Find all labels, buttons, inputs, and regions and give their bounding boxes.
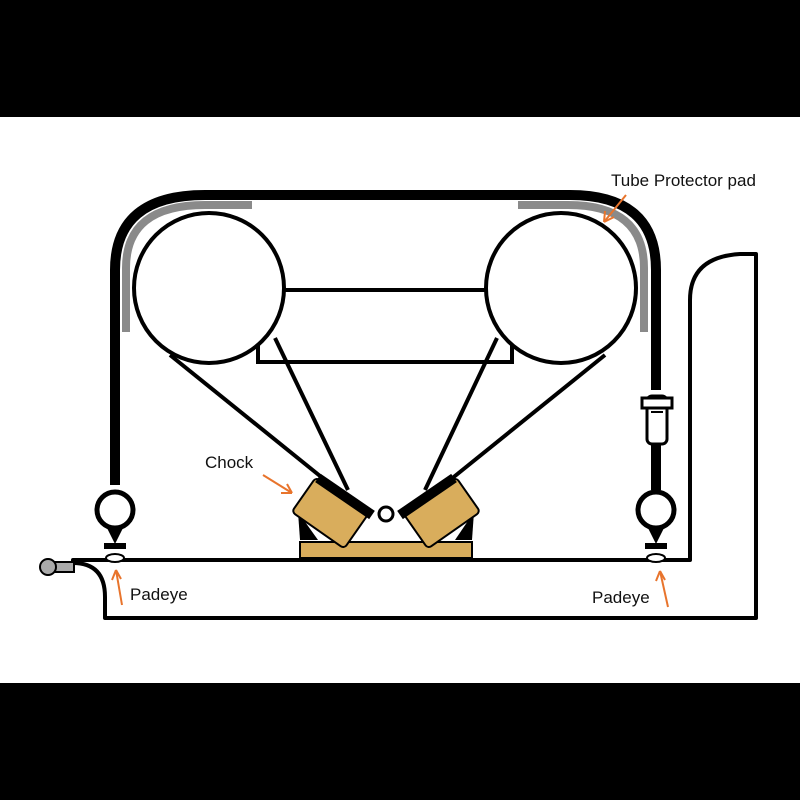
arrow-chock [262,474,293,494]
padeye-right-ring [635,489,677,563]
strap-right-v [448,353,607,482]
arrow-tube-protector [603,194,627,223]
label-tube-protector: Tube Protector pad [611,171,756,190]
protector-pad-right [518,201,648,332]
tube-connector-frame [256,288,514,364]
strap-right-v-inner [423,337,499,491]
label-chock: Chock [205,453,254,472]
arrow-padeye-right [659,570,669,608]
over-top-strap [110,190,661,485]
tube-right [484,211,638,365]
padeye-left-ring [94,489,136,563]
arrows [111,194,669,608]
rail-ball-icon [39,558,57,576]
label-padeye-left: Padeye [130,585,188,604]
arrow-padeye-left [115,569,123,606]
protector-pad-left [122,201,252,332]
tube-left [132,211,286,365]
boat-hull-outline [71,252,758,620]
label-padeye-right: Padeye [592,588,650,607]
chock [292,473,480,559]
strap-left-v [168,353,327,482]
ratchet-buckle-icon [640,394,674,446]
strap-left-v-inner [273,337,350,491]
